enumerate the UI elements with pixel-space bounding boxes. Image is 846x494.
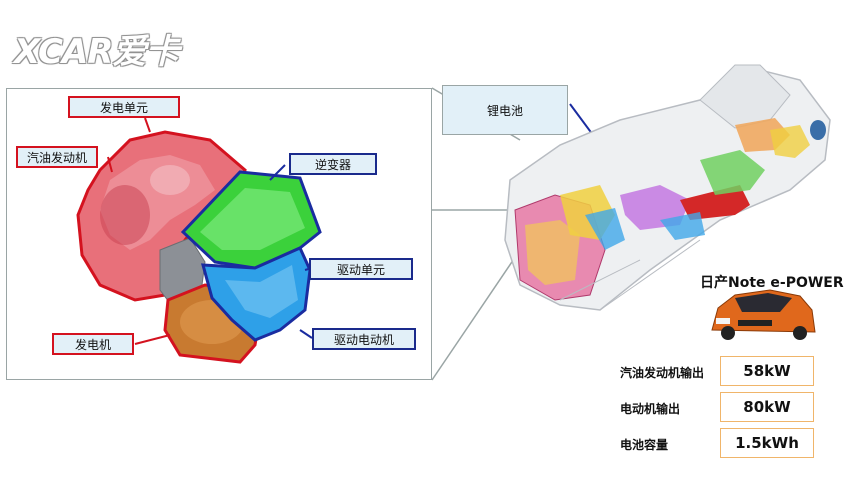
car-image <box>711 289 816 340</box>
spec-name-engine-output: 汽油发动机输出 <box>620 366 705 380</box>
label-drive-unit: 驱动单元 <box>309 258 413 280</box>
label-generator-unit: 发电单元 <box>68 96 180 118</box>
leader-generator-unit <box>144 117 151 133</box>
connector-line-bottom <box>431 249 521 381</box>
leader-inverter <box>269 164 286 181</box>
spec-value-engine-output: 58kW <box>720 356 814 386</box>
spec-name-motor-output: 电动机输出 <box>620 402 681 416</box>
label-inverter: 逆变器 <box>289 153 377 175</box>
chassis-shape <box>504 64 831 311</box>
label-gasoline-engine: 汽油发动机 <box>16 146 98 168</box>
powertrain-detail-frame <box>6 88 432 380</box>
gasoline-engine-shape <box>76 130 247 302</box>
leader-drive-motor <box>299 329 313 339</box>
label-lithium-battery: 锂电池 <box>442 85 568 135</box>
xcar-logo: XCAR爱卡 <box>14 32 179 72</box>
model-name: 日产Note e-POWER <box>700 275 844 291</box>
spec-value-battery-capacity: 1.5kWh <box>720 428 814 458</box>
label-drive-motor: 驱动电动机 <box>312 328 416 350</box>
spec-value-motor-output: 80kW <box>720 392 814 422</box>
leader-generator <box>134 334 171 345</box>
label-generator: 发电机 <box>52 333 134 355</box>
leader-engine <box>107 156 113 173</box>
spec-name-battery-capacity: 电池容量 <box>620 438 669 452</box>
